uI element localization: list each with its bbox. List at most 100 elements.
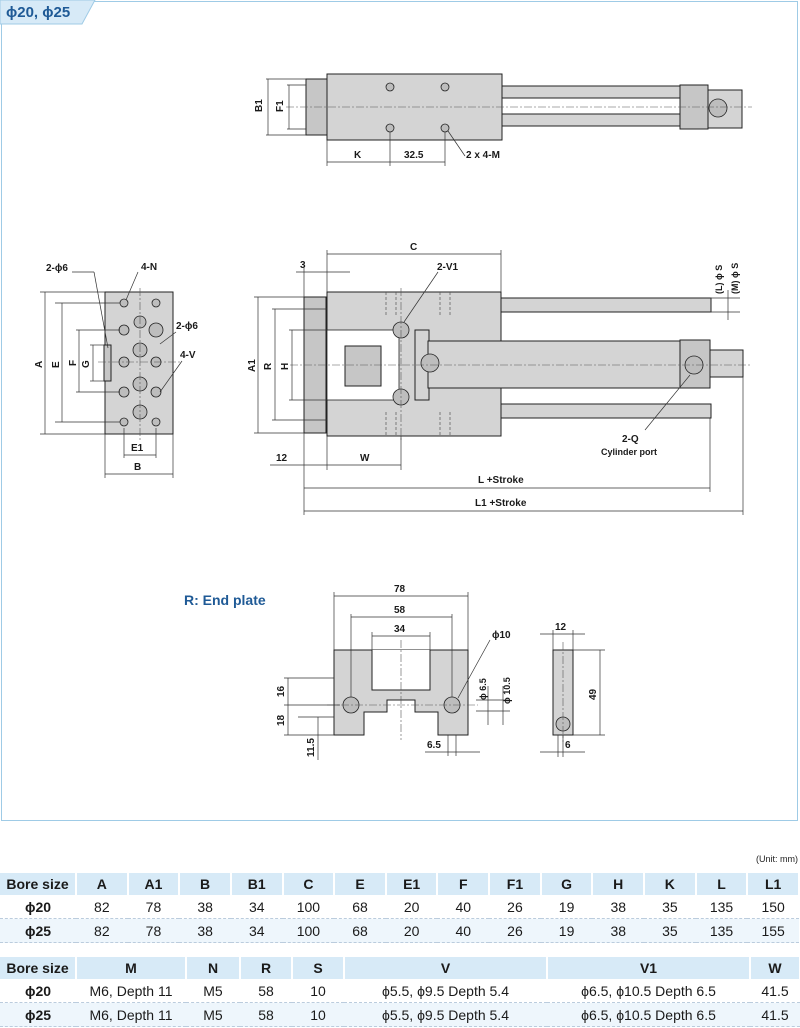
- phi6-5-label: ϕ 6.5: [478, 678, 488, 700]
- table-header: G: [540, 873, 594, 895]
- table-header: C: [282, 873, 336, 895]
- table-header: F1: [489, 873, 542, 895]
- side-view: C 3 2-V1 (L) ϕ S (M) ϕ S A1 R H 12 W 2-Q…: [247, 242, 752, 515]
- table-cell: 41.5: [750, 1002, 800, 1027]
- table-cell: 155: [747, 918, 799, 943]
- table-header: S: [292, 957, 345, 979]
- table-cell: 20: [385, 895, 438, 919]
- table-cell: 58: [240, 979, 292, 1003]
- d12-label: 12: [555, 622, 567, 633]
- ms-label: (M) ϕ S: [730, 263, 740, 294]
- bore-size-tab-label: ϕ20, ϕ25: [6, 4, 70, 21]
- table-header: E: [334, 873, 387, 895]
- table-header: B: [179, 873, 232, 895]
- table-row: ϕ20 82 78 38 34 100 68 20 40 26 19 38 35…: [0, 895, 799, 919]
- table-cell: M6, Depth 11: [76, 1002, 186, 1027]
- table-cell: M5: [186, 1002, 240, 1027]
- a-label: A: [34, 361, 45, 368]
- a1-label: A1: [247, 359, 258, 372]
- end-plate-view: 78 58 34 ϕ10 ϕ 6.5 ϕ 10.5 16 18 11.5 6.5…: [276, 584, 605, 760]
- table-header: L: [695, 873, 749, 895]
- table-cell: ϕ20: [0, 895, 76, 919]
- table-cell: M5: [186, 979, 240, 1003]
- table-cell: 135: [695, 895, 748, 919]
- pin-holes-left-label: 2-ϕ6: [46, 263, 68, 274]
- table-header: Bore size: [0, 957, 77, 979]
- table-cell: 38: [179, 918, 231, 943]
- q-port-label: 2-Q: [622, 434, 639, 445]
- table-cell: ϕ5.5, ϕ9.5 Depth 5.4: [344, 979, 547, 1003]
- table-cell: 82: [76, 895, 128, 919]
- table-cell: M6, Depth 11: [76, 979, 186, 1003]
- table-header: K: [644, 873, 697, 895]
- table-cell: 38: [592, 895, 645, 919]
- top-view: B1 F1 K 32.5 2 x 4-M: [254, 73, 752, 166]
- table-cell: 38: [592, 918, 645, 943]
- unit-note: (Unit: mm): [756, 854, 798, 864]
- drawing-frame: [1, 1, 798, 821]
- table-header: B1: [230, 873, 284, 895]
- l-stroke-label: L +Stroke: [478, 475, 524, 486]
- table-cell: 38: [179, 895, 231, 919]
- table-cell: 26: [489, 918, 541, 943]
- k-spacing-label: 32.5: [404, 150, 424, 161]
- pin-holes-right-label: 2-ϕ6: [176, 321, 198, 332]
- table-row: ϕ25 M6, Depth 11 M5 58 10 ϕ5.5, ϕ9.5 Dep…: [0, 1002, 800, 1027]
- v-holes-label: 4-V: [180, 350, 196, 361]
- k-label: K: [354, 150, 362, 161]
- table-cell: 35: [644, 895, 696, 919]
- phi10-5-label: ϕ 10.5: [502, 677, 512, 704]
- e-label: E: [51, 361, 62, 368]
- technical-drawing: B1 F1 K 32.5 2 x 4-M A: [34, 73, 752, 760]
- table-cell: 150: [747, 895, 799, 919]
- table-header: Bore size: [0, 873, 77, 895]
- b-label: B: [134, 462, 141, 473]
- c-label: C: [410, 242, 417, 253]
- table-cell: ϕ25: [0, 918, 76, 943]
- table-header: H: [592, 873, 646, 895]
- dimension-table-2: Bore size M N R S V V1 W ϕ20 M6, Depth 1…: [0, 957, 800, 1027]
- table-cell: ϕ6.5, ϕ10.5 Depth 6.5: [547, 979, 750, 1003]
- table-2-header-row: Bore size M N R S V V1 W: [0, 957, 800, 979]
- d11-5-label: 11.5: [306, 738, 317, 757]
- table-cell: 20: [385, 918, 438, 943]
- table-header: R: [240, 957, 293, 979]
- d49-label: 49: [588, 688, 599, 700]
- cylinder-port-label: Cylinder port: [601, 447, 657, 457]
- table-cell: ϕ6.5, ϕ10.5 Depth 6.5: [547, 1002, 750, 1027]
- table-row: ϕ20 M6, Depth 11 M5 58 10 ϕ5.5, ϕ9.5 Dep…: [0, 979, 800, 1003]
- dimension-table-1: Bore size A A1 B B1 C E E1 F F1 G H K L …: [0, 873, 800, 943]
- table-cell: ϕ20: [0, 979, 76, 1003]
- table-cell: 19: [540, 895, 593, 919]
- d6-5-label: 6.5: [427, 740, 441, 751]
- phi10-label: ϕ10: [492, 630, 511, 641]
- w-label: W: [360, 453, 370, 464]
- table-cell: 82: [76, 918, 128, 943]
- table-cell: 78: [127, 918, 180, 943]
- table-cell: 78: [127, 895, 180, 919]
- table-cell: 10: [292, 979, 344, 1003]
- ls-label: (L) ϕ S: [714, 265, 724, 294]
- d78-label: 78: [394, 584, 406, 595]
- table-cell: 10: [292, 1002, 344, 1027]
- table-cell: 58: [240, 1002, 292, 1027]
- table-header: N: [186, 957, 241, 979]
- table-row: ϕ25 82 78 38 34 100 68 20 40 26 19 38 35…: [0, 918, 799, 943]
- end-plate-title: R: End plate: [184, 592, 266, 608]
- table-cell: 135: [695, 918, 748, 943]
- e1-label: E1: [131, 443, 144, 454]
- table-cell: 35: [644, 918, 696, 943]
- v1-holes-label: 2-V1: [437, 262, 459, 273]
- bore-size-tab: ϕ20, ϕ25: [0, 0, 96, 25]
- table-cell: 100: [282, 918, 335, 943]
- b1-label: B1: [254, 99, 265, 112]
- d58-label: 58: [394, 605, 406, 616]
- table-cell: 68: [334, 895, 386, 919]
- n-holes-label: 4-N: [141, 262, 157, 273]
- tapped-holes-label: 2 x 4-M: [466, 150, 500, 161]
- l1-stroke-label: L1 +Stroke: [475, 498, 527, 509]
- table-cell: 26: [489, 895, 541, 919]
- table-cell: 40: [437, 918, 490, 943]
- d6-label: 6: [565, 740, 571, 751]
- three-label: 3: [300, 260, 306, 271]
